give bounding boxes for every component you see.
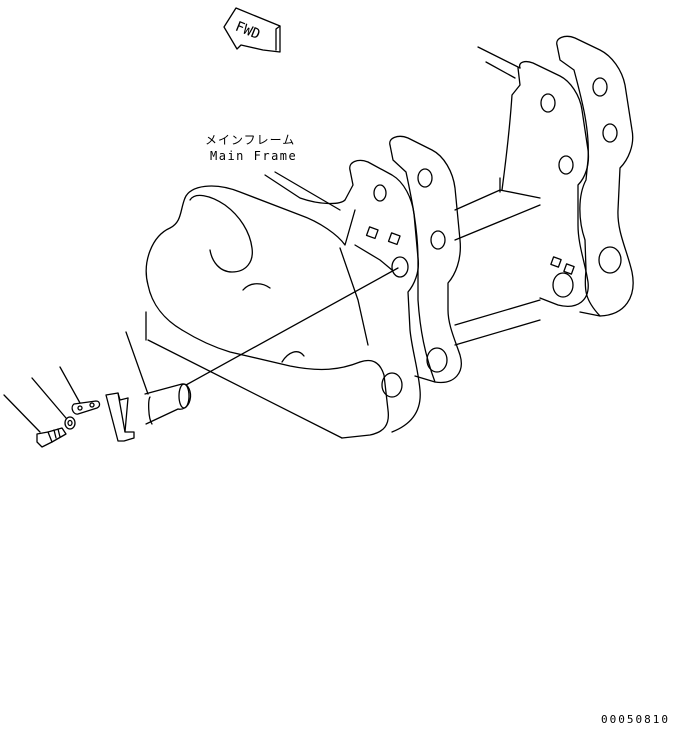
main-frame-label-english: Main Frame: [210, 149, 298, 163]
main-frame-label-japanese: メインフレーム: [205, 133, 296, 147]
fwd-arrow: FWD: [223, 7, 281, 53]
cross-member: [454, 177, 541, 346]
rear-mount-plates: [501, 35, 634, 317]
main-frame-leader: [274, 171, 341, 211]
front-mount-plates: [344, 135, 462, 433]
washer: [31, 377, 76, 430]
lock-plate: [59, 366, 101, 415]
rear-tube: [477, 46, 521, 79]
pin-assembly: [105, 267, 399, 442]
main-frame-body: [145, 174, 393, 439]
drawing-number: 00050810: [601, 713, 670, 726]
bolt: [3, 394, 67, 448]
